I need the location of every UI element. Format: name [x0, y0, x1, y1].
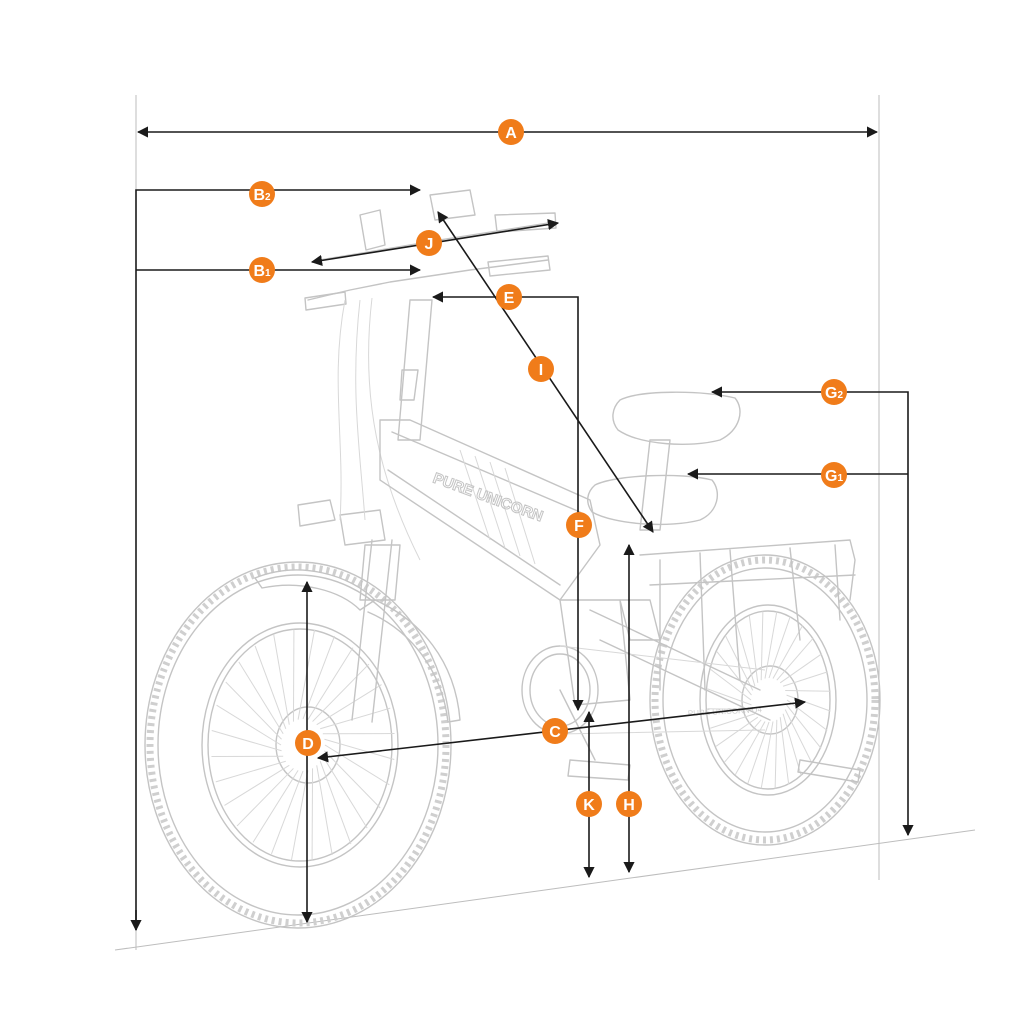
- main-frame: [379, 419, 601, 601]
- svg-text:B1: B1: [253, 263, 271, 280]
- badge-g2: G2: [821, 379, 847, 405]
- ground-line: [114, 829, 976, 951]
- fork-crown: [359, 544, 401, 601]
- dim-line-g2: [710, 386, 914, 837]
- seat-lowered: [587, 474, 719, 526]
- badge-g1: G1: [821, 462, 847, 488]
- svg-text:G2: G2: [825, 385, 843, 402]
- dimension-badges: A B2 B1 J E I G2 G1: [249, 119, 847, 817]
- svg-text:C: C: [549, 724, 561, 741]
- frame-lines: [387, 431, 581, 586]
- svg-text:A: A: [505, 125, 517, 142]
- svg-text:D: D: [302, 736, 314, 753]
- rear-wheel: [649, 554, 881, 846]
- svg-text:G1: G1: [825, 468, 843, 485]
- badge-i: I: [528, 356, 554, 382]
- seat-post-upper: [639, 439, 671, 531]
- dim-line-e-f: [431, 291, 584, 712]
- badge-h: H: [616, 791, 642, 817]
- svg-text:J: J: [425, 236, 434, 253]
- svg-text:K: K: [583, 797, 595, 814]
- cables: [337, 297, 421, 561]
- frame-brand-text: PURE UNICORN: [431, 470, 546, 526]
- front-fender-rear: [367, 599, 461, 723]
- badge-b2: B2: [249, 181, 275, 207]
- badge-j: J: [416, 230, 442, 256]
- badge-c: C: [542, 718, 568, 744]
- steering-stem: [397, 299, 433, 441]
- badge-e: E: [496, 284, 522, 310]
- badge-k: K: [576, 791, 602, 817]
- svg-text:I: I: [539, 362, 543, 379]
- badge-d: D: [295, 730, 321, 756]
- seat-raised: [612, 391, 741, 446]
- front-fender: [254, 569, 376, 611]
- dim-line-b2: [135, 184, 422, 930]
- headlight: [297, 499, 336, 527]
- svg-text:B2: B2: [253, 187, 271, 204]
- svg-text:H: H: [623, 797, 635, 814]
- front-basket-mount: [339, 509, 386, 546]
- svg-text:F: F: [574, 518, 584, 535]
- left-grip: [304, 291, 347, 311]
- badge-f: F: [566, 512, 592, 538]
- badge-a: A: [498, 119, 524, 145]
- front-fork: [351, 539, 393, 723]
- badge-b1: B1: [249, 257, 275, 283]
- svg-text:E: E: [504, 290, 515, 307]
